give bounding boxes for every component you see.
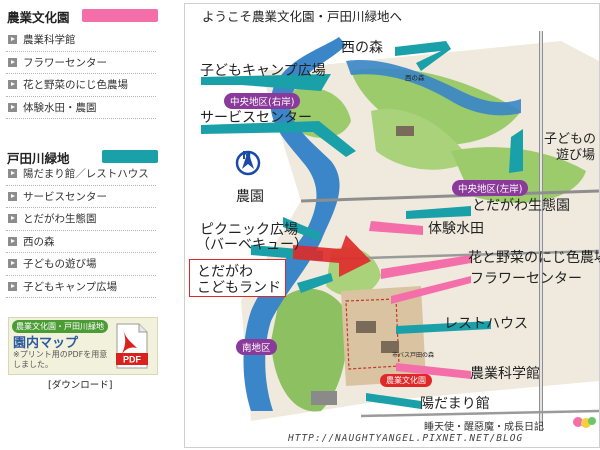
map-title: ようこそ農業文化園・戸田川緑地へ: [202, 9, 403, 24]
map-label-nijiiro[interactable]: 花と野菜のにじ色農場: [468, 250, 600, 266]
sidebar-item-label: とだがわ生態園: [23, 213, 97, 226]
watermark-url: HTTP://NAUGHTYANGEL.PIXNET.NET/BLOG: [288, 433, 524, 444]
arrow-bullet-icon: [8, 281, 17, 291]
arrow-bullet-icon: [8, 35, 17, 45]
section-header-todagawa: 戸田川緑地: [2, 147, 158, 166]
section2-list: 陽だまり館／レストハウス サービスセンター とだがわ生態園 西の森 子どもの遊び…: [6, 163, 156, 298]
red-pointer: [293, 235, 371, 277]
map-label-hidamari[interactable]: 陽だまり館: [420, 396, 490, 412]
sidebar-item-ecology[interactable]: とだがわ生態園: [6, 208, 156, 231]
map-label-todagawa-2[interactable]: こどもランド: [197, 280, 281, 296]
sidebar-item-nijiiro-farm[interactable]: 花と野菜のにじ色農場: [6, 74, 156, 97]
pill-south: 南地区: [236, 339, 277, 355]
toda-river: [243, 37, 346, 411]
map-label-picnic-2[interactable]: （バーベキュー）: [196, 237, 308, 253]
map-label-flower[interactable]: フラワーセンター: [470, 271, 582, 287]
section1-list: 農業科学館 フラワーセンター 花と野菜のにじ色農場 体験水田・農園: [6, 29, 156, 119]
pill-central-right: 中央地区(右岸): [224, 93, 301, 109]
sidebar-item-label: サービスセンター: [23, 190, 107, 203]
watermark-text: 睡天使・醒惡魔・成長日記: [424, 422, 544, 433]
map-label-resthouse[interactable]: レストハウス: [444, 316, 528, 332]
pill-central-left: 中央地区(左岸): [452, 180, 529, 196]
map-small-nishi-mori: 西の森: [405, 74, 425, 82]
sidebar: 農業文化園 農業科学館 フラワーセンター 花と野菜のにじ色農場 体験水田・農園 …: [0, 0, 164, 450]
sidebar-item-nishi-mori[interactable]: 西の森: [6, 231, 156, 253]
map-label-todagawa-1[interactable]: とだがわ: [197, 264, 253, 280]
arrow-bullet-icon: [8, 57, 17, 67]
arrow-bullet-icon: [8, 259, 17, 269]
sidebar-item-label: フラワーセンター: [23, 56, 107, 69]
pdf-box-title: 園内マップ: [13, 336, 79, 351]
central-right-area: [371, 109, 471, 170]
arrow-bullet-icon: [8, 214, 17, 224]
sidebar-item-kagakukan[interactable]: 農業科学館: [6, 29, 156, 52]
arrow-bullet-icon: [8, 169, 17, 179]
north-compass-icon: [235, 150, 261, 176]
arrow-bullet-icon: [8, 102, 17, 112]
nishi-mori-area: [351, 68, 521, 145]
map-label-nishi-mori[interactable]: 西の森: [341, 40, 383, 56]
sidebar-item-label: 陽だまり館／レストハウス: [23, 168, 149, 181]
sidebar-item-hidamari[interactable]: 陽だまり館／レストハウス: [6, 163, 156, 186]
pdf-icon-label: PDF: [123, 355, 142, 365]
section-title: 戸田川緑地: [7, 151, 70, 166]
pdf-box-tag: 農業文化園・戸田川緑地: [12, 320, 108, 333]
map-label-kagakukan[interactable]: 農業科学館: [470, 366, 540, 382]
section-stripe: [102, 150, 158, 163]
noubunka-area: [341, 286, 426, 386]
map-label-kodomo-asobi-1[interactable]: 子どもの: [544, 132, 597, 147]
map-label-taiken[interactable]: 体験水田: [428, 221, 484, 237]
pdf-map-box[interactable]: 農業文化園・戸田川緑地 園内マップ ※プリント用のPDFを用意しました。 PDF: [8, 317, 158, 375]
map-label-noen[interactable]: 農園: [236, 189, 264, 205]
sidebar-item-kodomo-asobiba[interactable]: 子どもの遊び場: [6, 253, 156, 276]
map-label-ecology[interactable]: とだがわ生態園: [472, 198, 570, 214]
map-label-camp[interactable]: 子どもキャンプ広場: [200, 63, 326, 79]
section-header-noubunka: 農業文化園: [2, 6, 158, 25]
river-branch: [346, 60, 521, 116]
north-label: N: [242, 149, 252, 162]
map-label-kodomo-asobi-2[interactable]: 遊び場: [556, 148, 596, 163]
sidebar-item-flower-center[interactable]: フラワーセンター: [6, 52, 156, 74]
arrow-bullet-icon: [8, 191, 17, 201]
section-stripe: [82, 9, 158, 22]
map-label-service[interactable]: サービスセンター: [200, 110, 312, 126]
section-title: 農業文化園: [7, 10, 70, 25]
south-area: [271, 288, 348, 412]
pdf-box-note: ※プリント用のPDFを用意しました。: [13, 350, 108, 369]
sidebar-item-camp[interactable]: 子どもキャンプ広場: [6, 276, 156, 298]
sidebar-item-label: 体験水田・農園: [23, 101, 97, 114]
map-label-picnic-1[interactable]: ピクニック広場: [200, 222, 298, 238]
balloons-icon: [573, 417, 596, 428]
download-link[interactable]: [ダウンロード]: [48, 380, 113, 391]
sidebar-item-label: 西の森: [23, 235, 55, 248]
sidebar-item-label: 花と野菜のにじ色農場: [23, 79, 128, 92]
arrow-bullet-icon: [8, 236, 17, 246]
arrow-bullet-icon: [8, 80, 17, 90]
pill-noubunka: 農業文化園: [380, 374, 432, 387]
sidebar-item-label: 子どもキャンプ広場: [23, 280, 118, 293]
sidebar-item-taiken-suiden[interactable]: 体験水田・農園: [6, 97, 156, 119]
map-small-bus: 市バス戸田の森: [392, 352, 435, 359]
sidebar-item-label: 農業科学館: [23, 34, 76, 47]
pdf-file-icon[interactable]: PDF: [113, 322, 151, 370]
sidebar-item-service-center[interactable]: サービスセンター: [6, 186, 156, 208]
kodomoland-label-box: [189, 259, 286, 297]
sidebar-item-label: 子どもの遊び場: [23, 258, 97, 271]
